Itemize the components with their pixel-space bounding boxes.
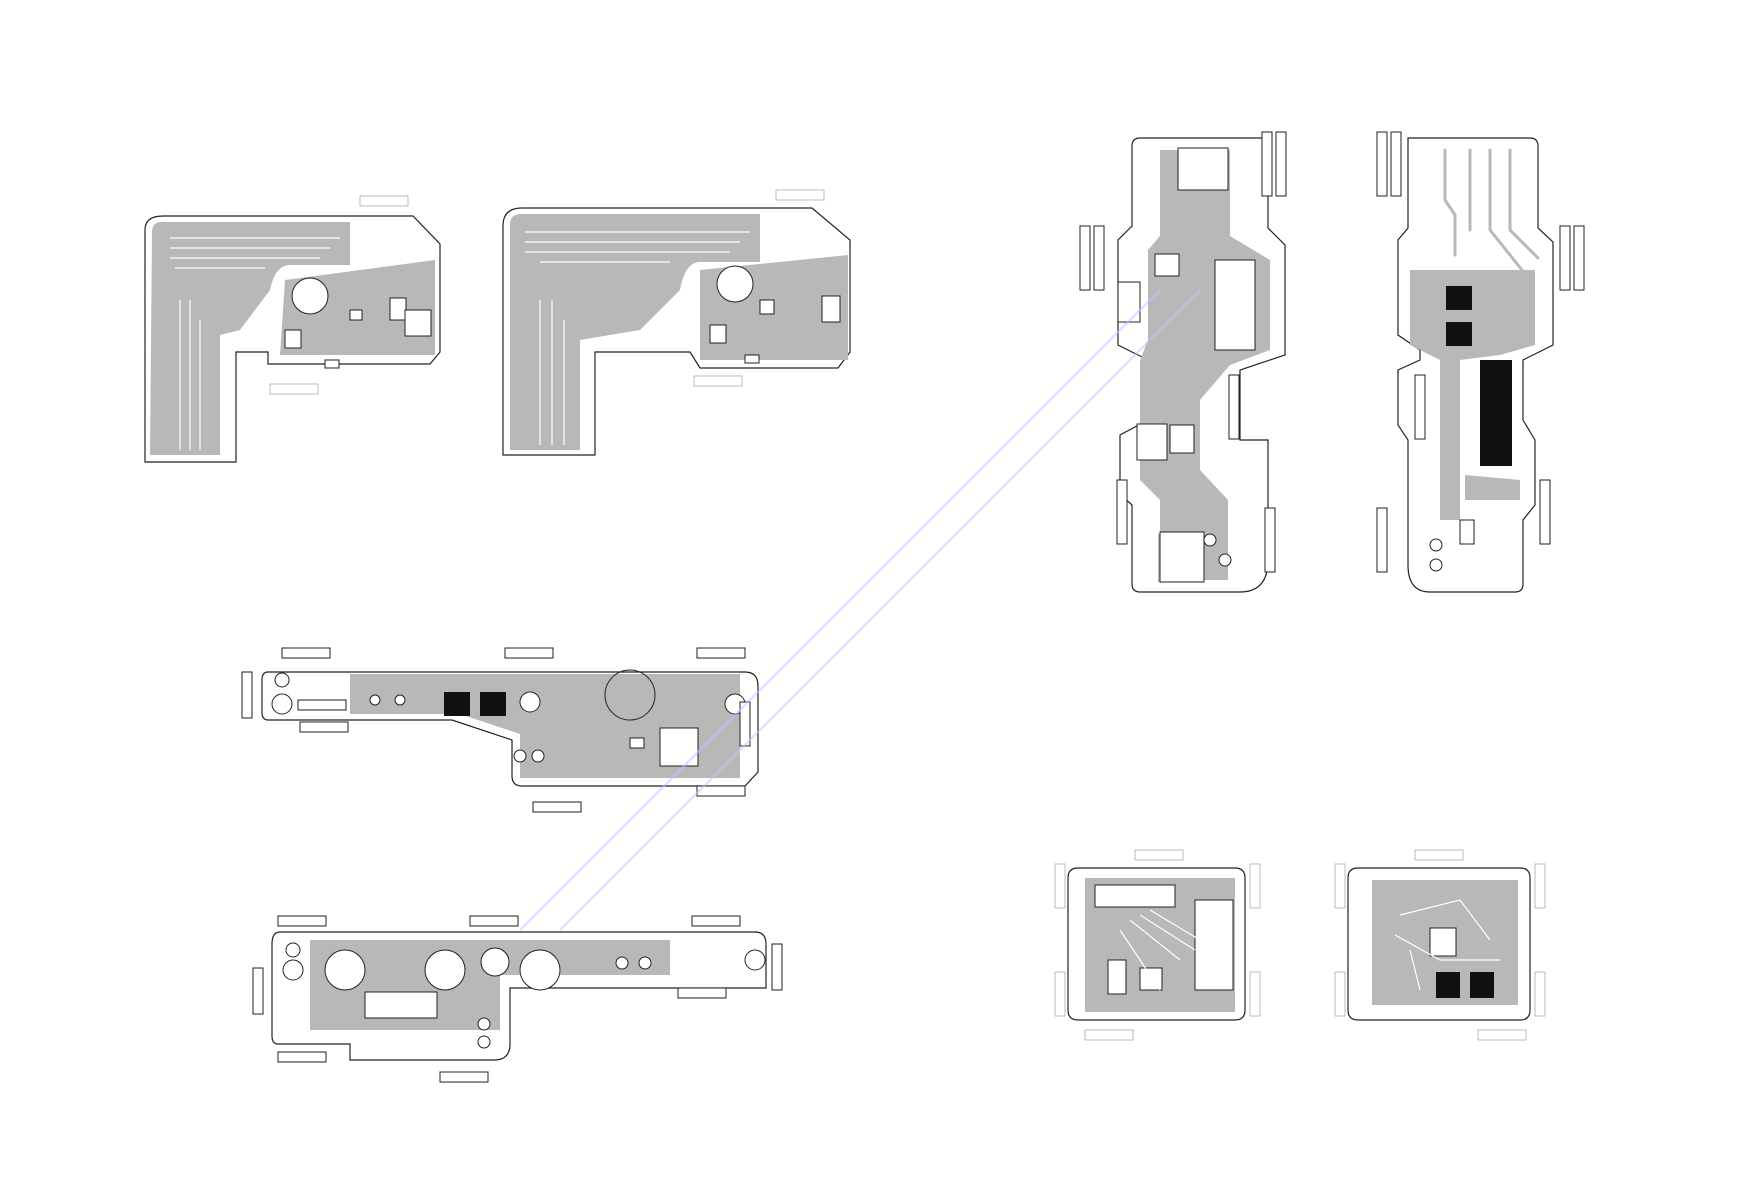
small-board-a-side (1055, 850, 1260, 1040)
strip-board-a-side (242, 648, 758, 812)
flex-board-b-side (503, 190, 850, 455)
strip-board-b-side (253, 916, 782, 1082)
vertical-board-a-side (1080, 132, 1286, 592)
small-board-b-side (1335, 850, 1545, 1040)
vertical-board-b-side (1377, 132, 1584, 592)
watermark (520, 290, 1200, 930)
flex-board-a-side (145, 196, 440, 462)
